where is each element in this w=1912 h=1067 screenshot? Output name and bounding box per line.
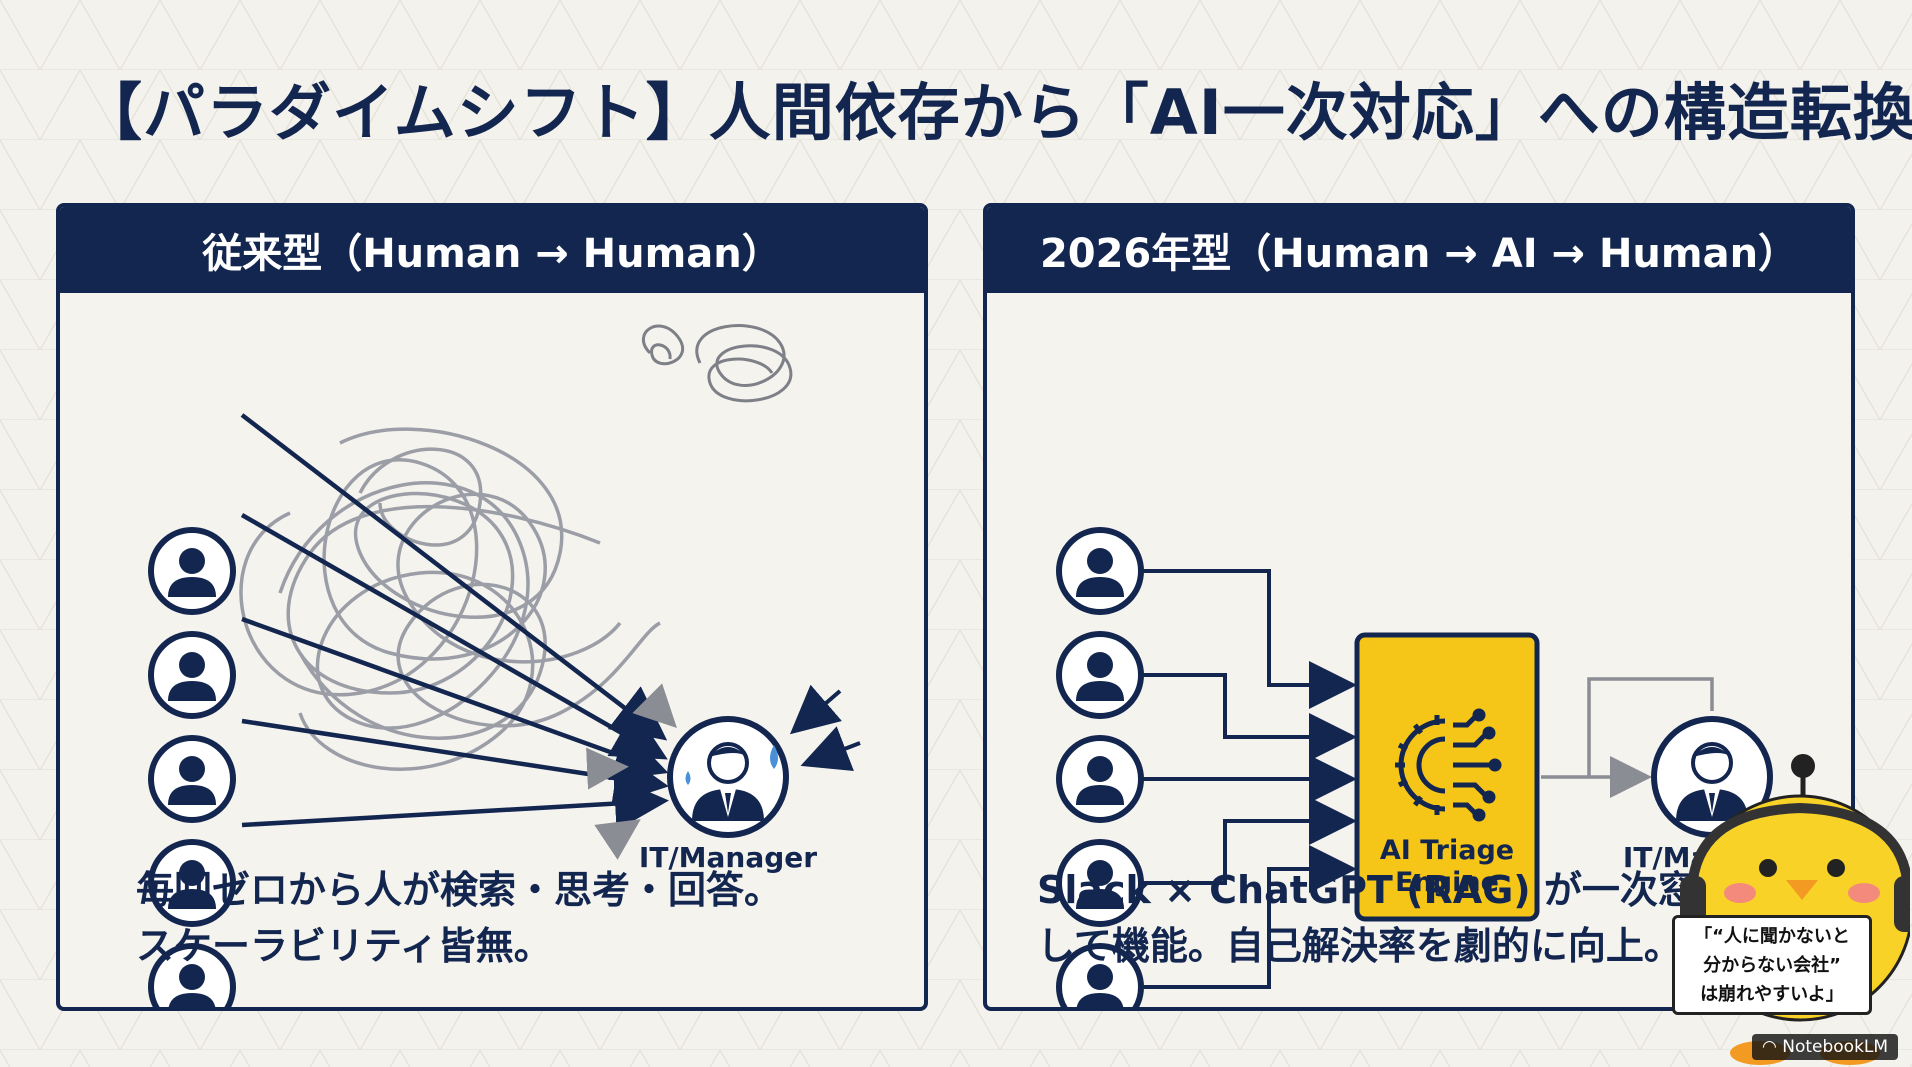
confusion-scribble [642,324,793,403]
caption-line: Slack × ChatGPT (RAG) が一次窓口と [1037,868,1772,912]
brand-label: NotebookLM [1782,1037,1889,1057]
sign-line: 「“人に聞かないと [1694,926,1850,947]
traditional-diagram: IT/Manager [60,324,861,1007]
caption-line: 毎回ゼロから人が検索・思考・回答。 [136,868,783,912]
person-icon [1059,634,1141,716]
notebooklm-logo-icon: ◠ [1762,1037,1783,1057]
ai-triage-engine-box: AI Triage Engine [1354,632,1540,922]
mascot-speech-sign: 「“人に聞かないと 分からない会社” は崩れやすいよ」 [1672,915,1872,1015]
traditional-panel-header: 従来型（Human → Human） [60,207,924,293]
manager-label: IT/Manager [639,841,817,874]
ai-panel-header: 2026年型（Human → AI → Human） [987,207,1851,293]
brand-watermark: ◠ NotebookLM [1752,1034,1899,1060]
page-title: 【パラダイムシフト】人間依存から「AI一次対応」への構造転換 [80,76,1912,149]
caption-line: して機能。自己解決率を劇的に向上。 [1037,924,1682,968]
traditional-caption: 毎回ゼロから人が検索・思考・回答。 スケーラビリティ皆無。 [136,862,782,974]
chick-mascot-icon [1680,754,1910,1065]
sign-line: は崩れやすいよ」 [1700,984,1844,1005]
engine-label-line2: Engine [1395,867,1499,898]
person-icon [1059,738,1141,820]
person-icon [151,530,233,612]
ai-caption: Slack × ChatGPT (RAG) が一次窓口と して機能。自己解決率を… [1037,862,1772,974]
traditional-panel: 従来型（Human → Human） [56,203,928,1011]
person-icon [151,634,233,716]
gear-brain-icon [1395,708,1502,822]
stressed-manager-icon [667,716,789,838]
person-icon [1059,530,1141,612]
person-icon [151,738,233,820]
engine-label-line1: AI Triage [1380,835,1514,866]
sign-line: 分からない会社” [1703,955,1841,976]
caption-line: スケーラビリティ皆無。 [136,924,552,968]
